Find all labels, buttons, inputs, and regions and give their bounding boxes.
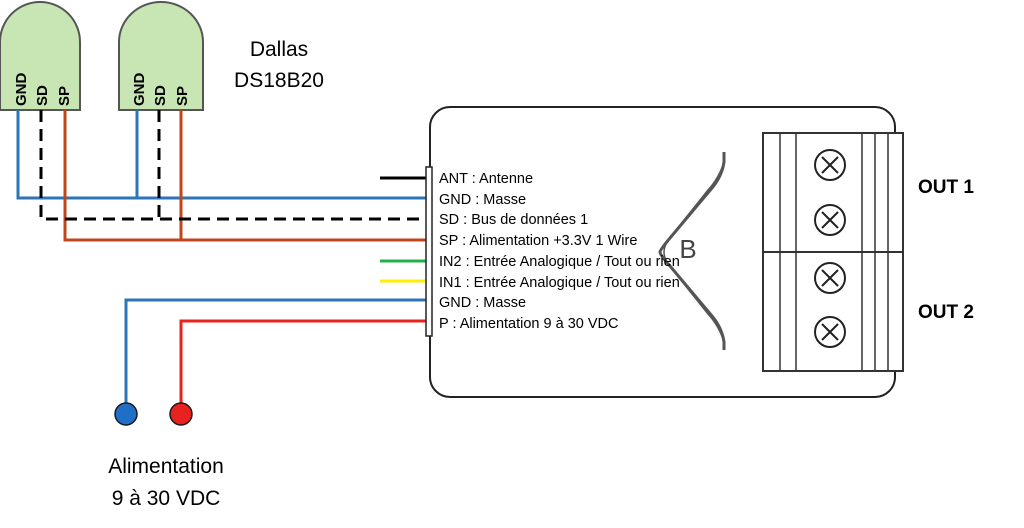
din-clip (658, 152, 726, 350)
sensor-wires (16, 110, 428, 242)
wire-power-gnd (124, 298, 428, 404)
power-label-line2: 9 à 30 VDC (112, 487, 221, 510)
screw-1 (814, 149, 846, 181)
module-connector-strip (425, 166, 433, 337)
sensor-1-body (0, 1, 81, 111)
sensor-2-body (118, 1, 204, 111)
sensor-2-pin-sd: SD (152, 85, 169, 106)
din-clip-label: B (679, 234, 696, 264)
screw-3 (814, 262, 846, 294)
output-label-1: OUT 1 (918, 177, 974, 198)
power-negative-terminal (114, 402, 138, 426)
signal-label-power: P : Alimentation 9 à 30 VDC (439, 316, 618, 332)
din-clip-inner (663, 161, 725, 343)
screw-2 (814, 204, 846, 236)
sensor-2: GND SD SP (118, 1, 204, 111)
sensor-1-pin-gnd: GND (13, 73, 30, 107)
signal-label-gnd-power: GND : Masse (439, 295, 526, 311)
signal-label-in1: IN1 : Entrée Analogique / Tout ou rien (439, 275, 680, 291)
signal-label-gnd: GND : Masse (439, 192, 526, 208)
signal-label-sd: SD : Bus de données 1 (439, 212, 588, 228)
sensor-1-pin-sp: SP (56, 86, 73, 106)
sensor-1-pin-sd: SD (34, 85, 51, 106)
power-label-line1: Alimentation (108, 455, 224, 478)
signal-label-ant: ANT : Antenne (439, 171, 533, 187)
signal-label-sp: SP : Alimentation +3.3V 1 Wire (439, 233, 637, 249)
screw-4 (814, 316, 846, 348)
sensor-title-line2: DS18B20 (234, 69, 324, 92)
power-positive-terminal (169, 402, 193, 426)
sensor-2-pin-gnd: GND (131, 73, 148, 107)
output-label-2: OUT 2 (918, 302, 974, 323)
signal-label-in2: IN2 : Entrée Analogique / Tout ou rien (439, 254, 680, 270)
wire-sd-sensor (39, 110, 428, 221)
wire-gnd-sensor (16, 110, 428, 200)
module: B (425, 106, 904, 398)
sensor-1: GND SD SP (0, 1, 81, 111)
sensor-title-line1: Dallas (250, 38, 308, 61)
signal-labels: ANT : Antenne GND : Masse SD : Bus de do… (439, 171, 680, 332)
wire-power-positive (179, 319, 428, 404)
sensor-2-pin-sp: SP (174, 86, 191, 106)
